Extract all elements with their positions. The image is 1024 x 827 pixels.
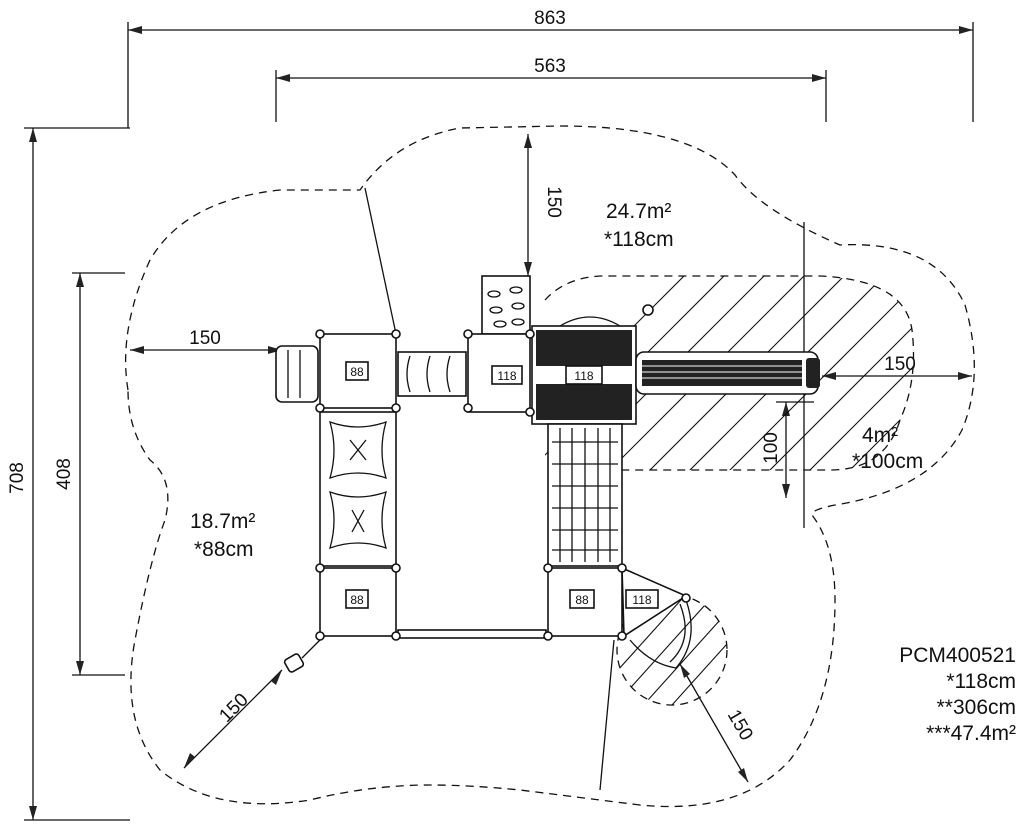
slide-bed [642, 360, 802, 386]
dimension-clear-right-low: 100 [761, 401, 814, 498]
roof-top [536, 330, 632, 366]
dimension-label: 150 [189, 328, 221, 349]
deck-label-box [565, 365, 603, 385]
dimension-label: 150 [215, 689, 252, 726]
deck-label: 118 [574, 369, 593, 383]
deck-label: 118 [497, 369, 516, 383]
deck-label-box [625, 589, 659, 609]
step [283, 653, 305, 673]
zone-area: 18.7m² [190, 510, 255, 533]
dimension-clear-right: 150 [822, 354, 972, 380]
product-info: PCM400521 *118cm **306cm ***47.4m² [899, 644, 1016, 745]
dimension-overall-height: 708 [7, 127, 130, 821]
roof-bottom [536, 384, 632, 420]
deck-label: 88 [575, 593, 589, 607]
dimension-clear-left: 150 [130, 328, 282, 354]
play-structure: 88 118 118 [275, 275, 820, 673]
left-climber [275, 345, 319, 403]
zone-height: *88cm [194, 538, 254, 561]
product-code: PCM400521 [899, 644, 1016, 667]
deck-label-box [491, 365, 523, 385]
deck-label: 88 [350, 365, 364, 379]
product-total-area: ***47.4m² [926, 722, 1016, 745]
leader-line [599, 639, 615, 791]
dimension-inner-width: 563 [275, 56, 827, 122]
product-fall-height: **306cm [937, 696, 1016, 719]
deck-label: 118 [632, 593, 651, 607]
zone-height: *100cm [852, 450, 923, 473]
dimension-label: 100 [761, 432, 782, 464]
zone-area: 24.7m² [606, 200, 671, 223]
dimension-label: 408 [54, 458, 75, 490]
dimension-label: 863 [534, 8, 566, 29]
dimension-label: 150 [884, 354, 916, 375]
dimension-label: 150 [723, 706, 757, 744]
deck-label: 88 [350, 593, 364, 607]
dimension-inner-height: 408 [54, 272, 125, 676]
safety-zone-outline [124, 125, 975, 808]
dimension-label: 563 [534, 56, 566, 77]
product-height: *118cm [946, 670, 1016, 693]
dimension-clear-top: 150 [524, 134, 564, 276]
bridge [397, 351, 467, 397]
zone-area: 4m² [862, 424, 898, 447]
dimension-label: 150 [543, 186, 564, 218]
deck-label-box [569, 589, 595, 609]
bottom-connector [397, 629, 547, 639]
deck-label-box [345, 589, 369, 609]
dimension-overall-width: 863 [127, 8, 974, 128]
deck-label-box [345, 361, 369, 381]
leader-line [364, 187, 397, 335]
dimension-clear-bottom-right: 150 [679, 663, 757, 783]
dimension-label: 708 [7, 462, 28, 494]
zone-height: *118cm [604, 228, 674, 251]
dimension-clear-bottom-left: 150 [183, 669, 283, 769]
